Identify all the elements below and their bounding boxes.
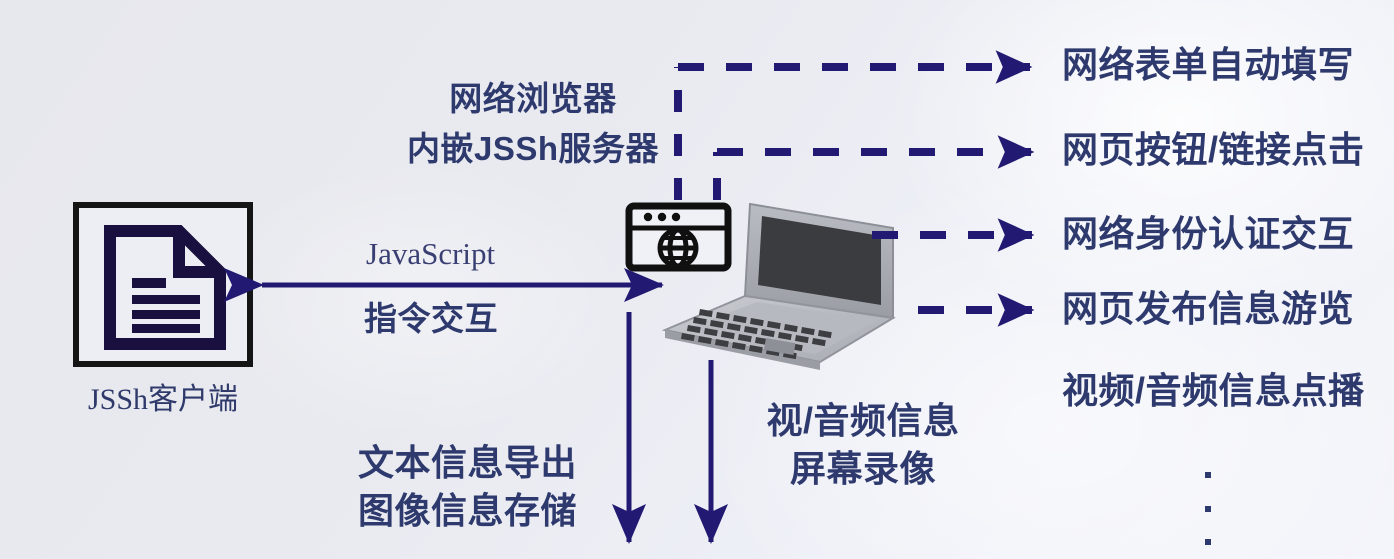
browser-title-line2: 内嵌JSSh服务器: [406, 130, 660, 167]
command-link-label: 指令交互: [364, 300, 498, 337]
downstream-label-1-line2: 图像信息存储: [358, 490, 578, 531]
downstream-label-1-line1: 文本信息导出: [358, 442, 578, 483]
output-label-1: 网络表单自动填写: [1062, 44, 1355, 85]
output-label-2: 网页按钮/链接点击: [1062, 129, 1365, 170]
downward-arrows: [612, 312, 729, 545]
laptop-icon: [661, 202, 896, 370]
output-label-4: 网页发布信息游览: [1062, 288, 1355, 329]
document-icon: [104, 225, 226, 350]
output-label-3: 网络身份认证交互: [1062, 213, 1355, 254]
client-caption: JSSh客户端: [87, 383, 239, 416]
web-browser-globe-icon: [625, 202, 732, 272]
globe-glyph: [657, 227, 699, 269]
output-label-5: 视频/音频信息点播: [1062, 370, 1365, 411]
javascript-link-label: JavaScript: [366, 236, 496, 271]
downstream-label-2-line2: 屏幕录像: [789, 448, 936, 489]
downstream-label-2-line1: 视/音频信息: [766, 400, 960, 441]
vertical-ellipsis-dots: [1205, 472, 1211, 545]
dashed-riser-group: [674, 67, 721, 200]
dashed-output-arrows: [678, 50, 1035, 327]
browser-title-line1: 网络浏览器: [449, 80, 617, 117]
